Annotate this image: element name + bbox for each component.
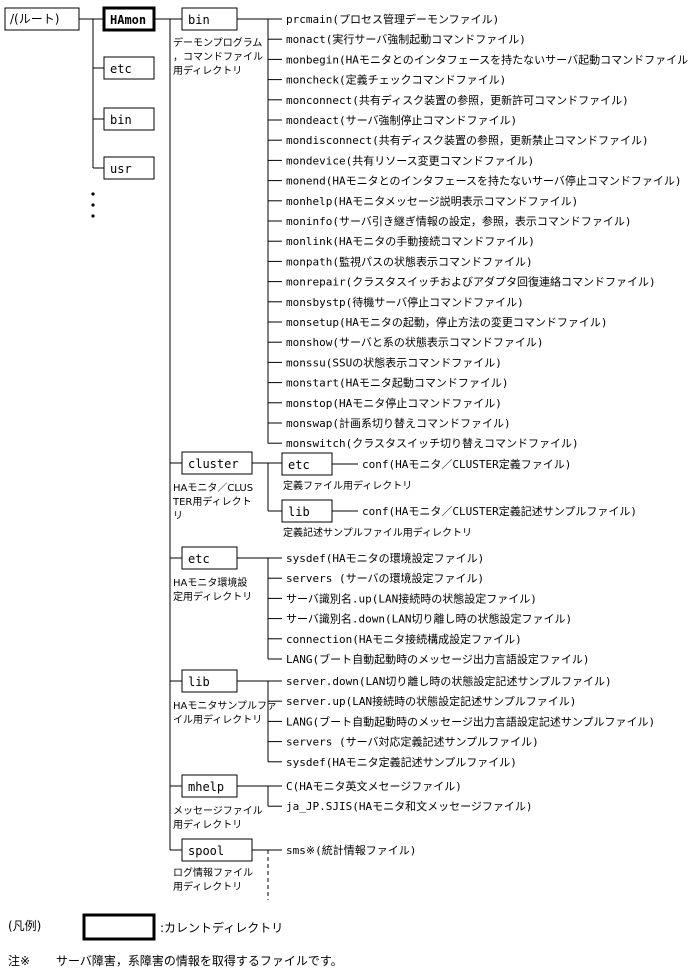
etc-file-5: LANG(ブート自動起動時のメッセージ出力言語設定ファイル) xyxy=(286,652,590,666)
subdir-desc-mhelp-0: メッセージファイル xyxy=(173,805,263,817)
etc-file-0: sysdef(HAモニタの環境設定ファイル) xyxy=(286,551,484,565)
etc-file-2: サーバ識別名.up(LAN接続時の状態設定ファイル) xyxy=(286,591,537,605)
bin-file-15: monsetup(HAモニタの起動，停止方法の変更コマンドファイル) xyxy=(286,315,607,329)
bin-file-19: monstop(HAモニタ停止コマンドファイル) xyxy=(286,396,502,410)
more-dots-1 xyxy=(91,203,95,207)
root-dir-label: /(ルート) xyxy=(10,12,59,26)
subdir-label-lib: lib xyxy=(188,675,210,689)
subdir-desc-cluster-1: TER用ディレクト xyxy=(172,495,252,508)
spool-file-0: sms※(統計情報ファイル) xyxy=(286,843,416,857)
subdir-desc-spool-1: 用ディレクトリ xyxy=(173,880,242,893)
note-text: サーバ障害，系障害の情報を取得するファイルです。 xyxy=(56,953,343,968)
more-dots-0 xyxy=(91,192,95,196)
subdir-desc-etc-1: 定用ディレクトリ xyxy=(173,590,252,603)
mhelp-file-1: ja_JP.SJIS(HAモニタ和文メッセージファイル) xyxy=(286,799,533,813)
more-dots-2 xyxy=(91,214,95,218)
bin-file-7: mondevice(共有リソース変更コマンドファイル) xyxy=(286,153,534,167)
bin-file-8: monend(HAモニタとのインタフェースを持たないサーバ停止コマンドファイル) xyxy=(286,174,681,188)
bin-file-5: mondeact(サーバ強制停止コマンドファイル) xyxy=(286,113,517,127)
lib-file-2: LANG(ブート自動起動時のメッセージ出力言語設定記述サンプルファイル) xyxy=(286,714,655,728)
bin-file-12: monpath(監視パスの状態表示コマンドファイル) xyxy=(286,254,533,268)
subdir-desc-lib-1: イル用ディレクトリ xyxy=(173,713,262,726)
bin-file-11: monlink(HAモニタの手動接続コマンドファイル) xyxy=(286,234,535,248)
bin-file-21: monswitch(クラスタスイッチ切り替えコマンドファイル) xyxy=(286,436,579,450)
cluster-sub-file-lib: conf(HAモニタ／CLUSTER定義記述サンプルファイル) xyxy=(362,504,637,518)
bin-file-1: monact(実行サーバ強制起動コマンドファイル) xyxy=(286,32,526,46)
subdir-desc-bin-0: デーモンプログラム xyxy=(173,36,262,49)
top-dir-label-usr: usr xyxy=(110,162,132,176)
bin-file-13: monrepair(クラスタスイッチおよびアダプタ回復連絡コマンドファイル) xyxy=(286,275,656,289)
subdir-label-mhelp: mhelp xyxy=(188,780,224,794)
legend-title: (凡例) xyxy=(8,919,41,933)
etc-file-3: サーバ識別名.down(LAN切り離し時の状態設定ファイル) xyxy=(286,612,572,626)
cluster-sub-label-etc: etc xyxy=(288,458,310,472)
bin-file-14: monsbystp(待機サーバ停止コマンドファイル) xyxy=(286,295,524,309)
subdir-desc-spool-0: ログ情報ファイル xyxy=(173,866,253,879)
subdir-desc-bin-1: ，コマンドファイル xyxy=(173,52,263,63)
top-dir-label-HAmon: HAmon xyxy=(110,13,146,27)
subdir-label-etc: etc xyxy=(188,552,210,566)
bin-file-16: monshow(サーバと系の状態表示コマンドファイル) xyxy=(286,335,544,349)
bin-file-17: monssu(SSUの状態表示コマンドファイル) xyxy=(286,355,502,369)
top-dir-label-etc: etc xyxy=(110,62,132,76)
bin-file-3: moncheck(定義チェックコマンドファイル) xyxy=(286,73,506,87)
subdir-desc-mhelp-1: 用ディレクトリ xyxy=(173,818,242,831)
cluster-sub-desc-etc: 定義ファイル用ディレクトリ xyxy=(283,479,412,492)
subdir-desc-lib-0: HAモニタサンプルファ xyxy=(173,700,277,712)
subdir-desc-cluster-0: HAモニタ／CLUS xyxy=(173,482,253,494)
lib-file-4: sysdef(HAモニタ定義記述サンプルファイル) xyxy=(286,755,517,769)
bin-file-2: monbegin(HAモニタとのインタフェースを持たないサーバ起動コマンドファイ… xyxy=(286,52,688,66)
bin-file-6: mondisconnect(共有ディスク装置の参照，更新禁止コマンドファイル) xyxy=(286,133,649,147)
cluster-sub-label-lib: lib xyxy=(288,505,310,519)
subdir-desc-etc-0: HAモニタ環境設 xyxy=(173,576,247,589)
bin-file-0: prcmain(プロセス管理デーモンファイル) xyxy=(286,12,499,26)
subdir-label-spool: spool xyxy=(188,844,224,858)
legend-text: :カレントディレクトリ xyxy=(160,920,283,935)
bin-file-18: monstart(HAモニタ起動コマンドファイル) xyxy=(286,376,508,390)
bin-file-20: monswap(計画系切り替えコマンドファイル) xyxy=(286,416,511,430)
cluster-sub-file-etc: conf(HAモニタ／CLUSTER定義ファイル) xyxy=(362,457,571,471)
etc-file-4: connection(HAモニタ接続構成設定ファイル) xyxy=(286,632,522,646)
lib-file-0: server.down(LAN切り離し時の状態設定記述サンプルファイル) xyxy=(286,674,612,688)
etc-file-1: servers (サーバの環境設定ファイル) xyxy=(286,571,484,585)
subdir-label-bin: bin xyxy=(188,13,210,27)
bin-file-10: moninfo(サーバ引き継ぎ情報の設定，参照，表示コマンドファイル) xyxy=(286,214,632,228)
bin-file-4: monconnect(共有ディスク装置の参照，更新許可コマンドファイル) xyxy=(286,93,629,107)
lib-file-1: server.up(LAN接続時の状態設定記述サンプルファイル) xyxy=(286,694,576,708)
mhelp-file-0: C(HAモニタ英文メセージファイル) xyxy=(286,779,462,793)
lib-file-3: servers (サーバ対応定義記述サンプルファイル) xyxy=(286,735,539,749)
top-dir-label-bin: bin xyxy=(110,113,132,127)
subdir-label-cluster: cluster xyxy=(188,457,239,471)
subdir-desc-bin-2: 用ディレクトリ xyxy=(173,64,242,77)
note-mark: 注※ xyxy=(8,953,30,968)
bin-file-9: monhelp(HAモニタメッセージ説明表示コマンドファイル) xyxy=(286,194,578,208)
legend-current-dir-box xyxy=(82,913,156,941)
subdir-desc-cluster-2: リ xyxy=(173,511,183,522)
cluster-sub-desc-lib: 定義記述サンプルファイル用ディレクトリ xyxy=(283,526,472,539)
